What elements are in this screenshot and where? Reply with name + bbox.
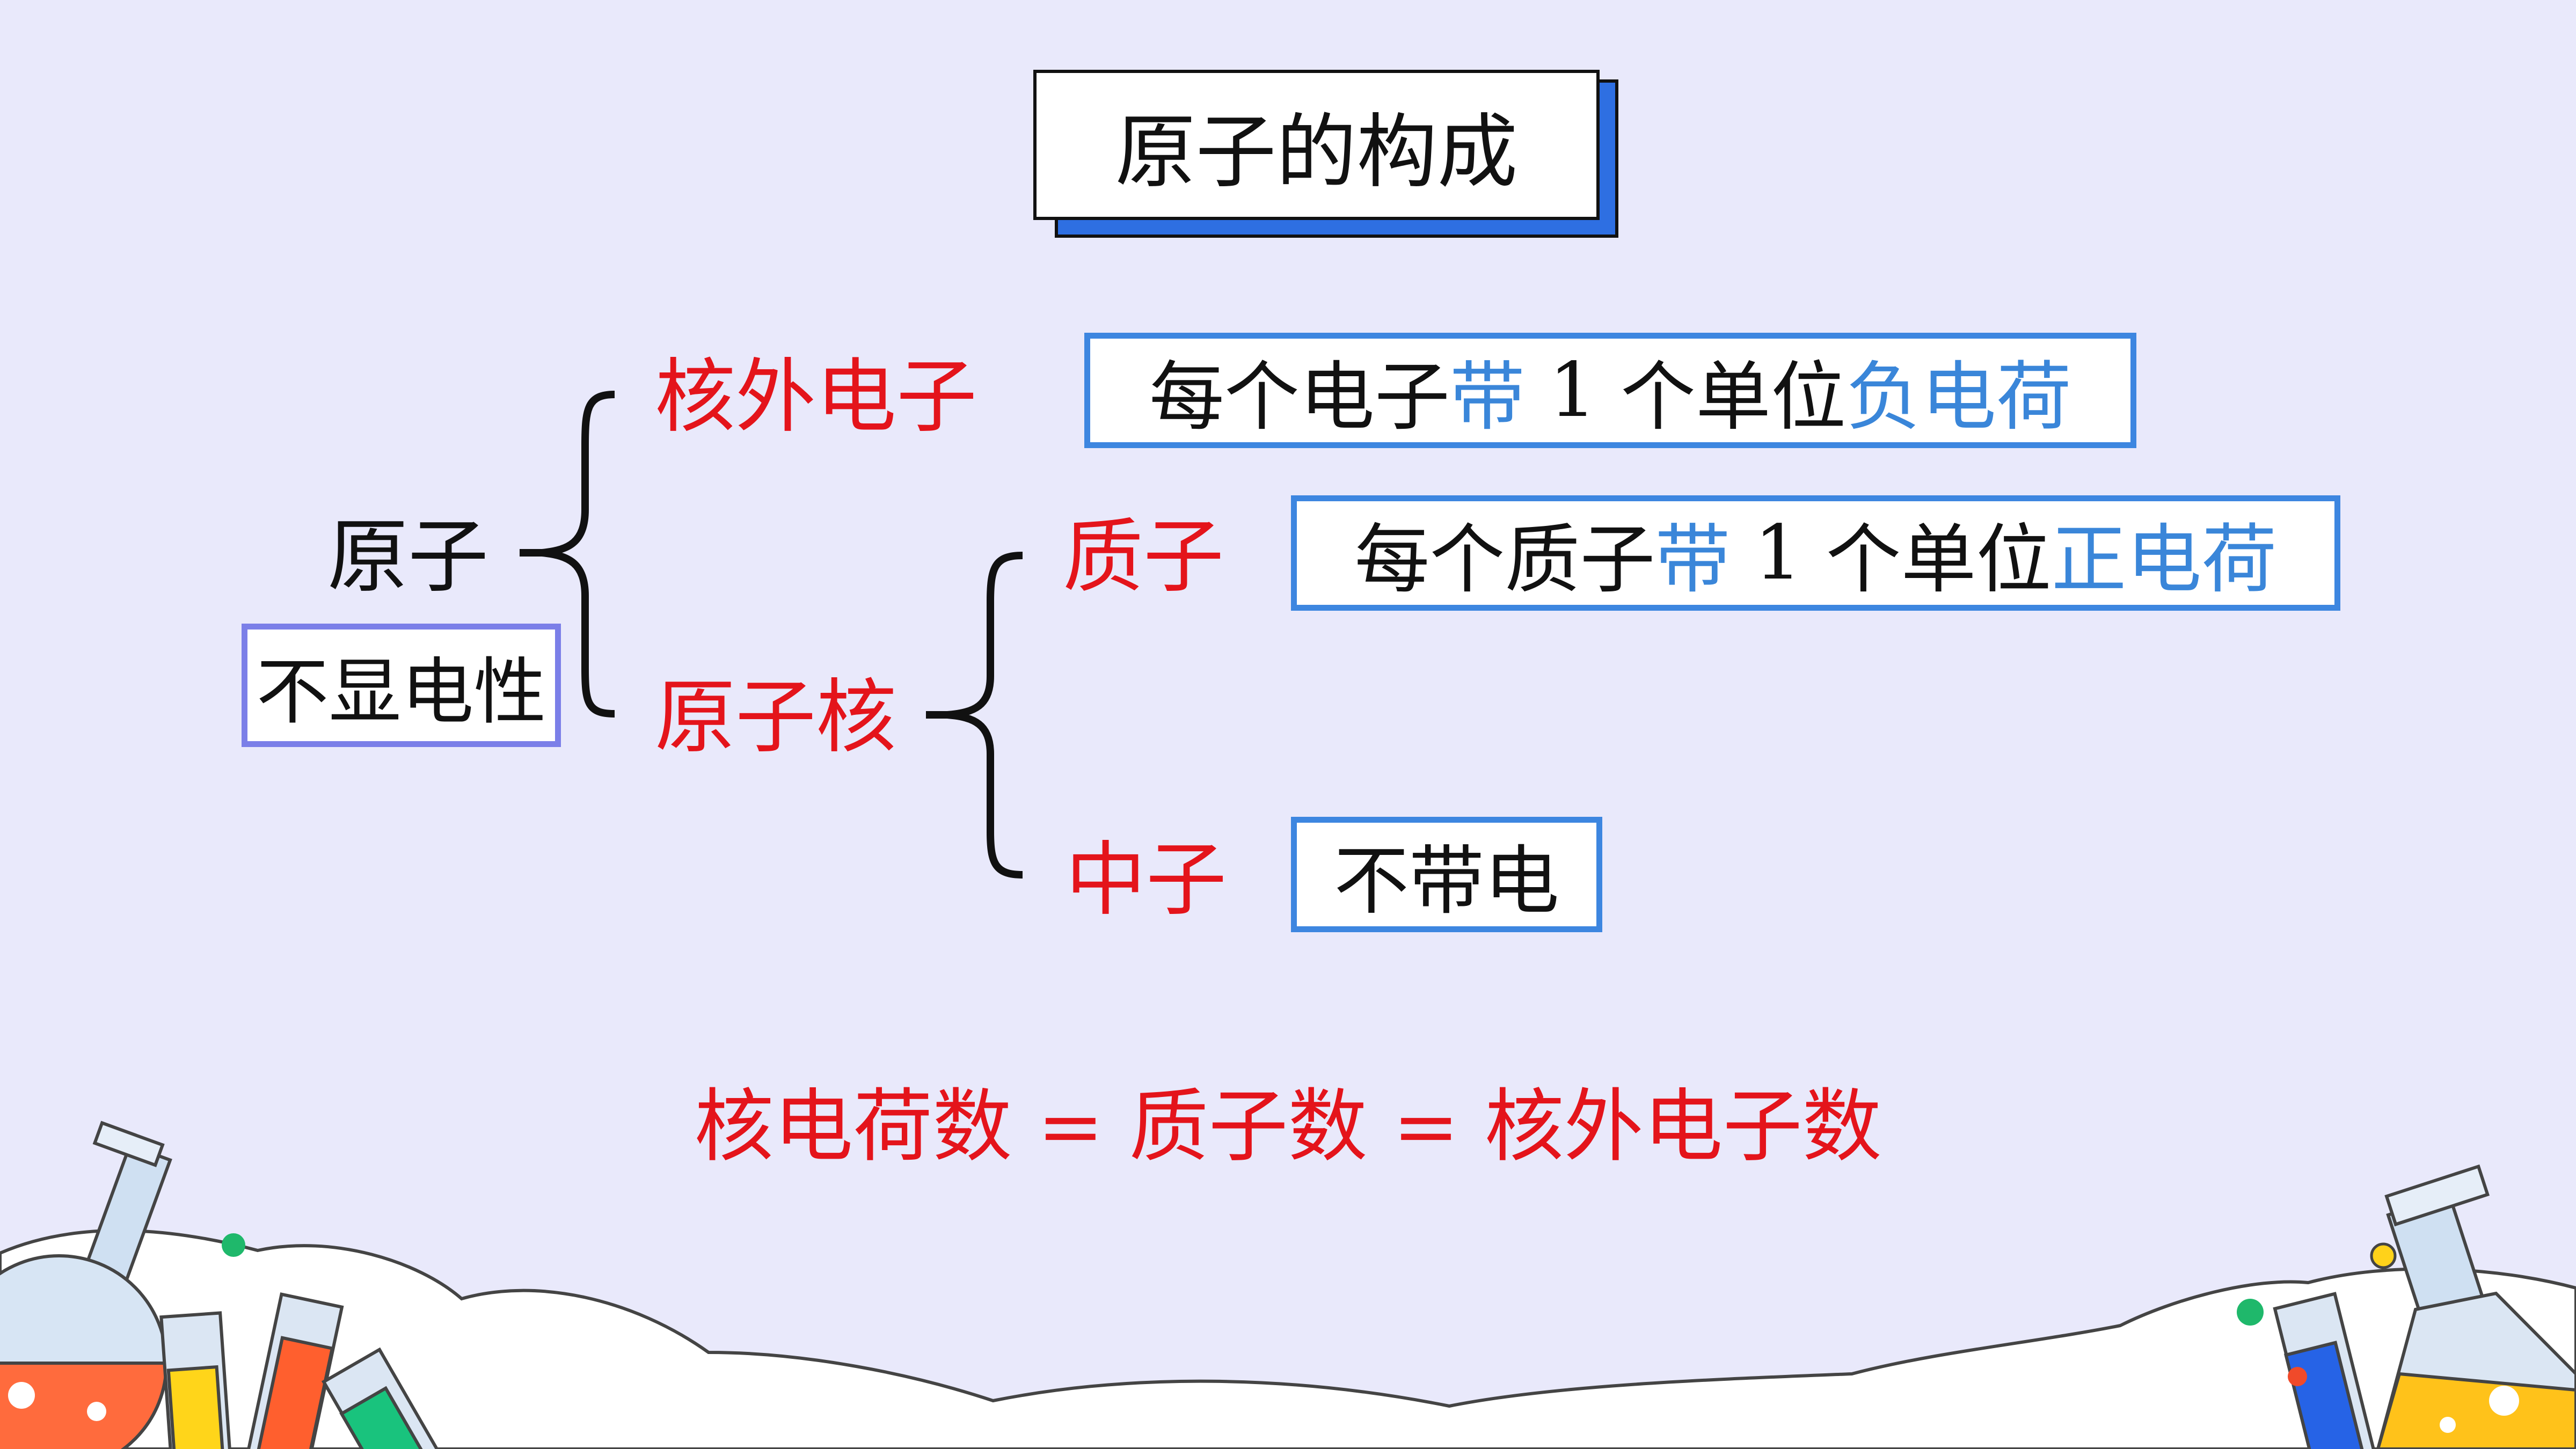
title-text: 原子的构成 <box>1115 105 1518 199</box>
neutral-note-box: 不显电性 <box>242 624 561 747</box>
charge-equation: 核电荷数 = 质子数 = 核外电子数 <box>694 1080 1882 1173</box>
proton-desc-number: 1 <box>1754 509 1803 597</box>
electron-desc-box: 每个电子带 1 个单位负电荷 <box>1084 333 2136 448</box>
electron-desc-number: 1 <box>1549 347 1597 434</box>
left-round-flask <box>0 1121 172 1449</box>
electron-desc-unit: 个单位 <box>1621 353 1847 441</box>
proton-desc-blue-1: 带 <box>1655 516 1731 604</box>
electron-desc-blue-1: 带 <box>1449 353 1525 441</box>
red-dot-right <box>2288 1367 2307 1386</box>
yellow-dot <box>2370 1242 2397 1269</box>
right-conical-flask <box>2376 1164 2576 1449</box>
page-title: 原子的构成 <box>1033 70 1600 220</box>
neutron-desc-text: 不带电 <box>1333 837 1559 925</box>
neutron-desc-box: 不带电 <box>1291 817 1602 932</box>
neutron-label: 中子 <box>1066 833 1227 927</box>
cloud-bank <box>0 1228 2576 1449</box>
proton-desc-charge: 正电荷 <box>2051 516 2277 604</box>
proton-label: 质子 <box>1063 510 1224 604</box>
electron-desc-text: 每个电子 <box>1149 353 1450 441</box>
green-dot <box>222 1233 245 1257</box>
nucleus-label: 原子核 <box>655 671 897 764</box>
green-dot-right <box>2237 1299 2264 1326</box>
left-test-tubes <box>159 1292 444 1449</box>
proton-desc-text: 每个质子 <box>1354 516 1655 604</box>
electron-desc-charge: 负电荷 <box>1846 353 2072 441</box>
atom-label: 原子 <box>327 510 489 604</box>
proton-desc-unit: 个单位 <box>1826 516 2052 604</box>
electron-label: 核外电子 <box>655 350 977 444</box>
proton-desc-box: 每个质子带 1 个单位正电荷 <box>1291 495 2340 611</box>
neutral-note-text: 不显电性 <box>256 650 546 734</box>
